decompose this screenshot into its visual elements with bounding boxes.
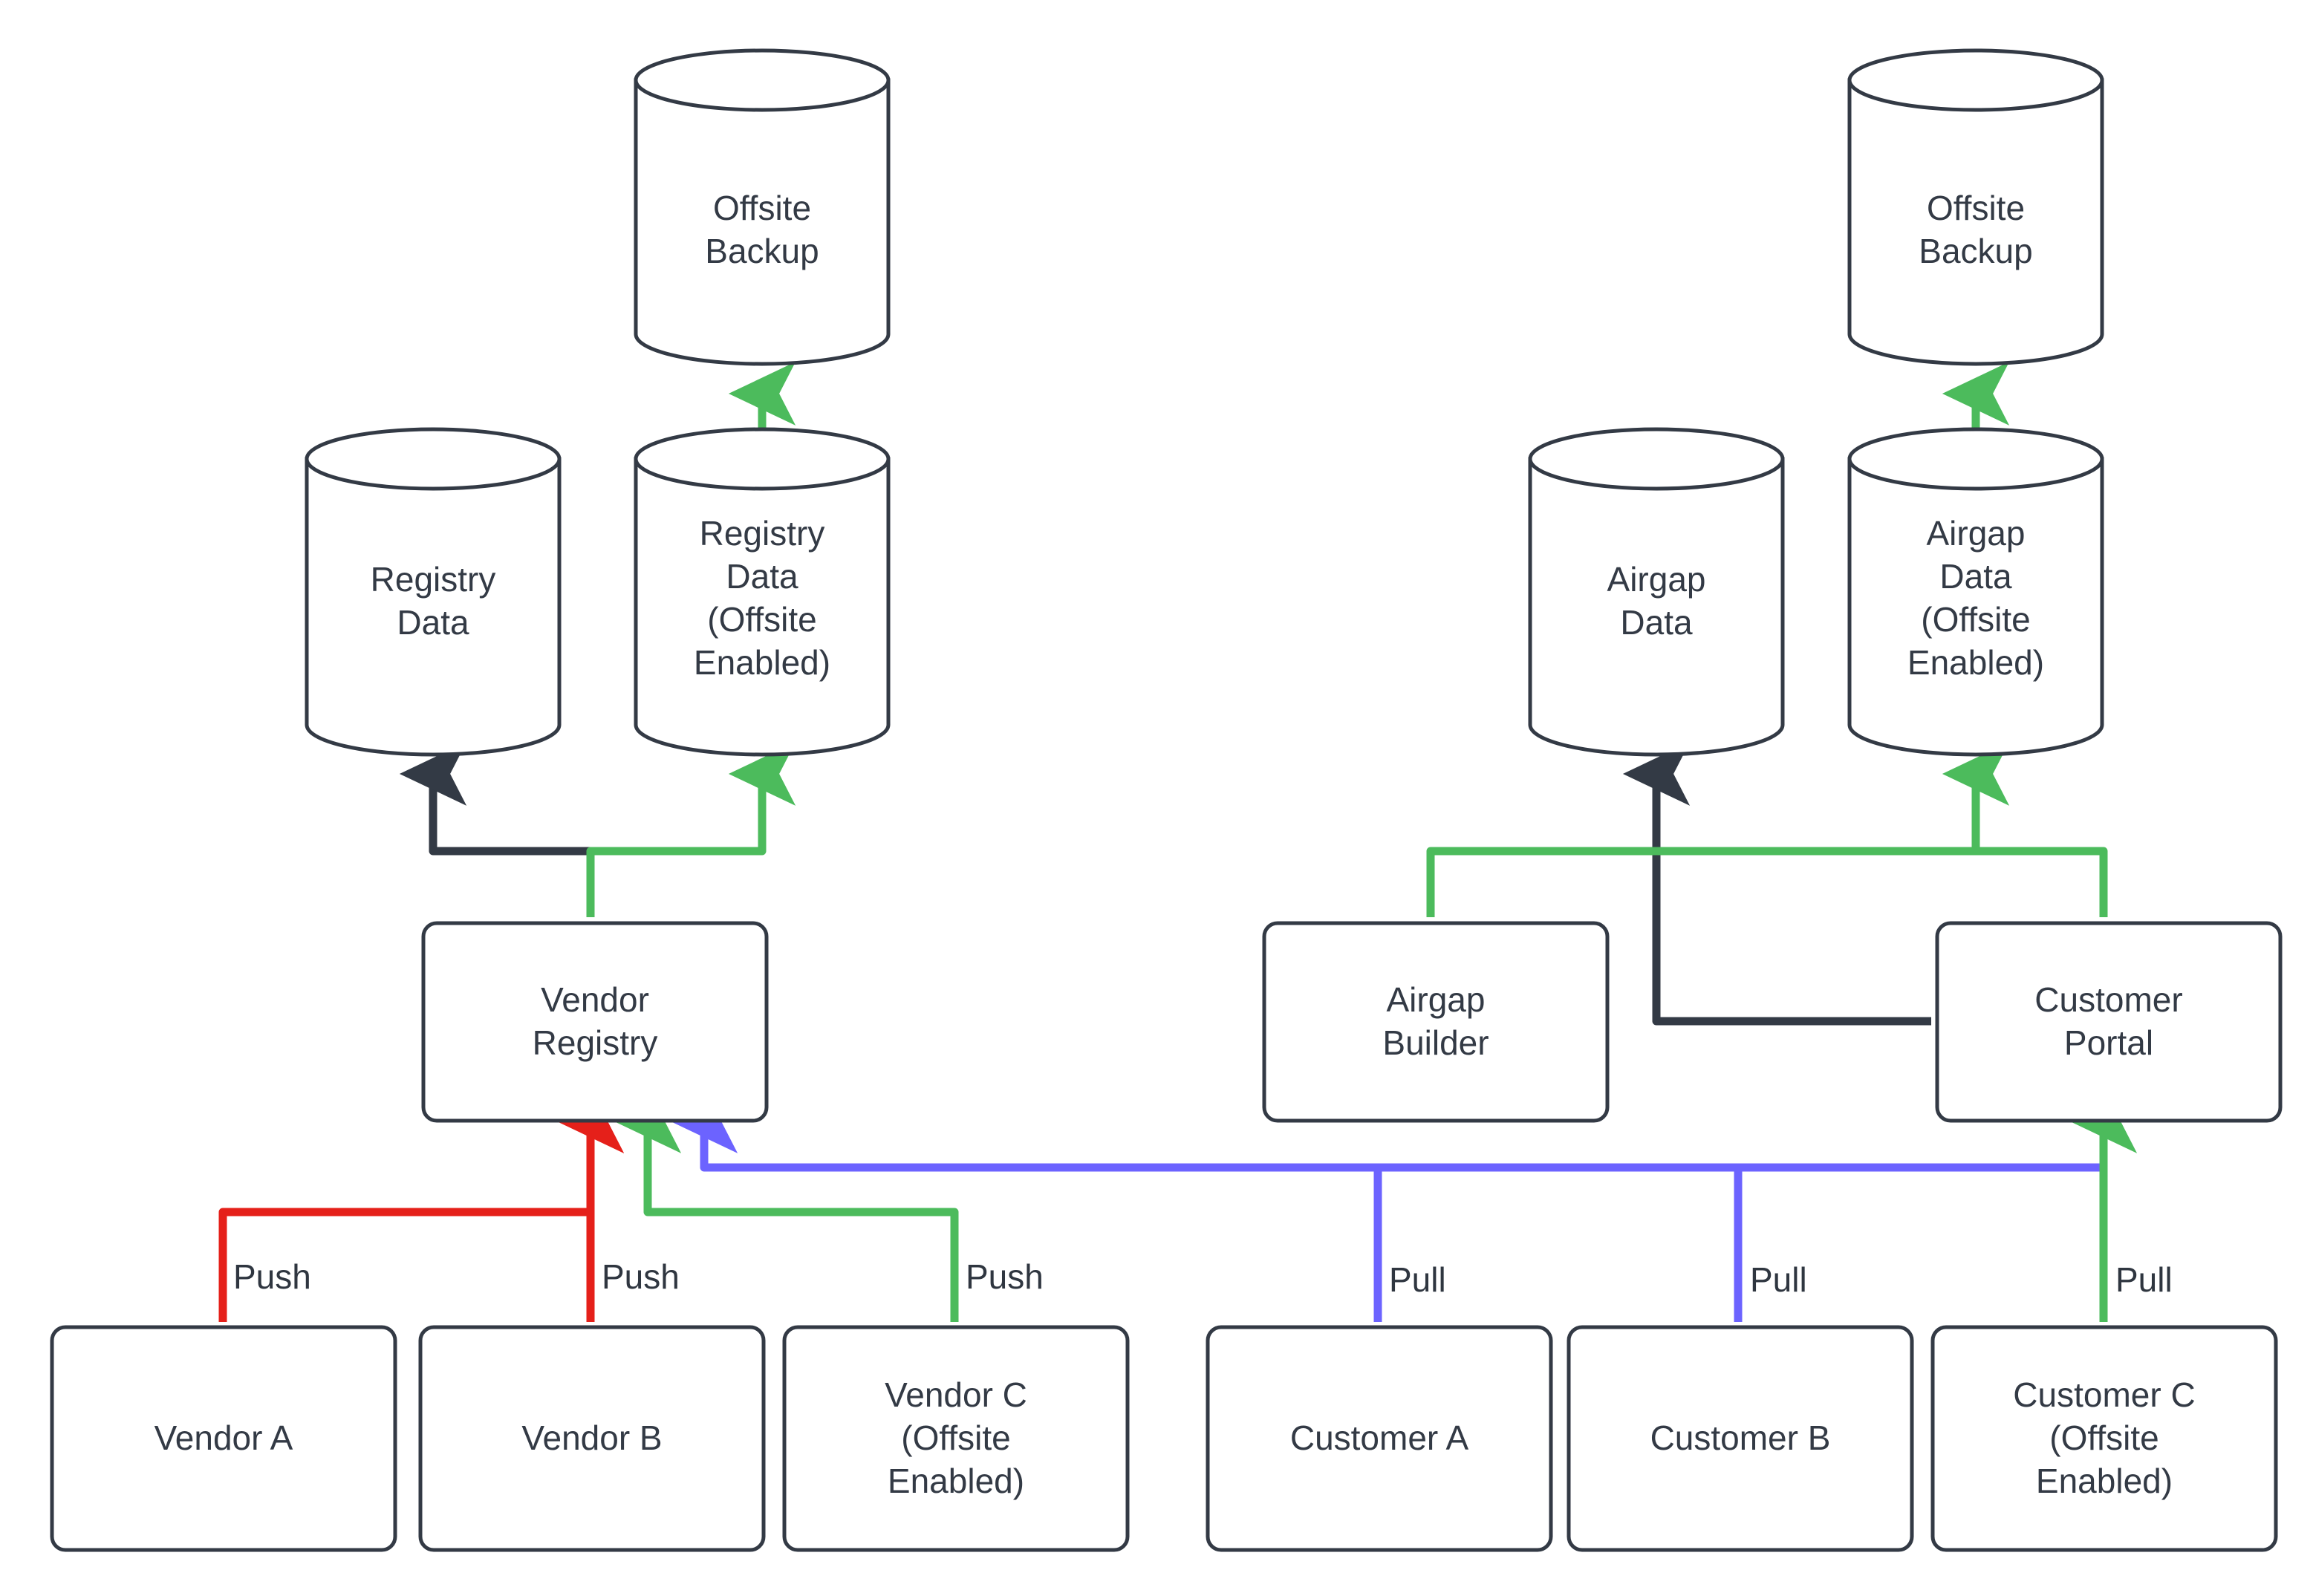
- node-vendor-c[interactable]: [782, 1325, 1130, 1552]
- node-airgap-data-offsite[interactable]: [1847, 427, 2104, 757]
- edge-label-vendor-c-push: Push: [966, 1257, 1044, 1296]
- node-customer-portal[interactable]: [1935, 921, 2283, 1123]
- edge-customerportal-to-airgapdata: [1622, 742, 1931, 1026]
- node-vendor-b[interactable]: [418, 1325, 766, 1552]
- edge-customerportal-to-airgapdataoffsite: [1976, 847, 2108, 917]
- node-airgap-data[interactable]: [1528, 427, 1785, 757]
- node-vendor-a[interactable]: [50, 1325, 397, 1552]
- edge-label-customer-a-pull: Pull: [1389, 1260, 1446, 1299]
- node-registry-data[interactable]: [305, 427, 562, 757]
- edge-airgapbuilder-to-airgapdataoffsite: [1426, 742, 2010, 917]
- node-registry-data-offsite[interactable]: [634, 427, 891, 757]
- node-offsite-backup-left[interactable]: [634, 48, 891, 366]
- node-airgap-builder[interactable]: [1262, 921, 1610, 1123]
- edge-label-customer-b-pull: Pull: [1750, 1260, 1807, 1299]
- edge-label-customer-c-pull: Pull: [2115, 1260, 2173, 1299]
- edge-vendorregistry-to-registrydata: [399, 742, 595, 917]
- edge-label-vendor-b-push: Push: [602, 1257, 680, 1296]
- node-vendor-registry[interactable]: [421, 921, 769, 1123]
- edge-vendorc-to-vendorregistry: [614, 1089, 959, 1322]
- edge-vendorregistry-to-registrydataoffsite: [586, 742, 796, 917]
- node-customer-c[interactable]: [1930, 1325, 2278, 1552]
- node-offsite-backup-right[interactable]: [1847, 48, 2104, 366]
- edge-label-vendor-a-push: Push: [233, 1257, 311, 1296]
- node-customer-a[interactable]: [1206, 1325, 1553, 1552]
- node-customer-b[interactable]: [1567, 1325, 1914, 1552]
